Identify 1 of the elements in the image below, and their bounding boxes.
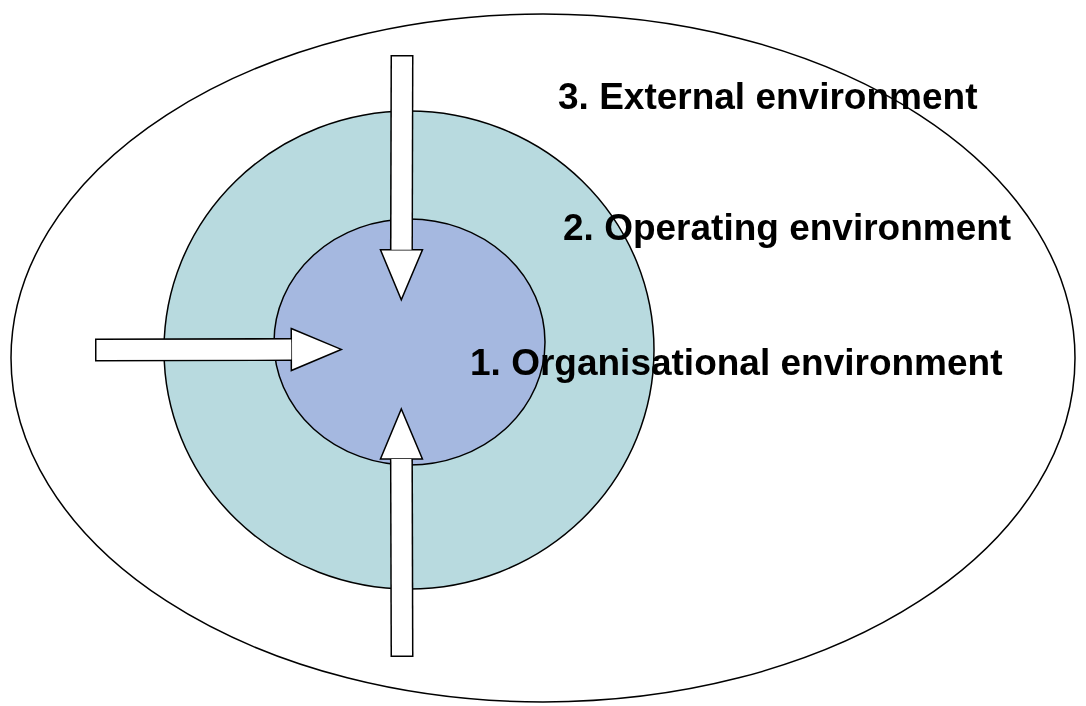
outer-ellipse: [10, 13, 1076, 703]
